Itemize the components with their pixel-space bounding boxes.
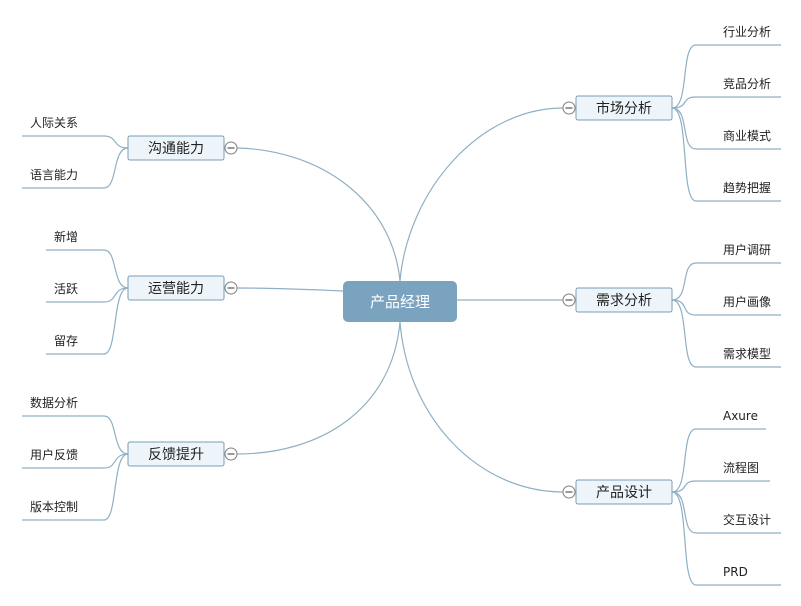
edge-central-design [399,321,564,493]
edge-left-0-1 [103,147,129,189]
edge-left-0-0 [103,135,129,149]
subtopic-label: 版本控制 [30,500,78,514]
subtopic-label: 用户反馈 [30,447,78,462]
branch-topic-product-design[interactable]: 产品设计 [575,479,673,505]
subtopic-label: 新增 [54,229,78,244]
central-topic-box [343,281,457,322]
branch-topic-label: 反馈提升 [148,447,204,463]
edge-left-1-2 [103,287,129,355]
central-topic[interactable]: 产品经理 [343,281,457,322]
subtopic-label: 趋势把握 [723,180,771,195]
branch-topic-box [575,479,673,505]
subtopic-user-persona[interactable]: 用户画像 [696,294,781,316]
subtopic-label: 竞品分析 [723,77,771,91]
subtopic-competitor-analysis[interactable]: 竞品分析 [696,77,781,98]
subtopic-label: 活跃 [54,282,78,296]
subtopic-label: 留存 [54,334,78,348]
branch-topic-box [575,95,673,121]
subtopic-flowchart[interactable]: 流程图 [696,460,770,482]
edge-right-1-0 [671,262,697,301]
branch-topic-box [127,135,225,161]
edge-central-market [399,107,564,282]
edge-right-0-2 [671,107,697,150]
edge-right-2-1 [671,480,697,493]
subtopic-user-research[interactable]: 用户调研 [696,242,781,264]
edge-right-2-0 [671,428,697,493]
subtopic-label: 流程图 [723,460,759,475]
subtopic-label: 交互设计 [723,512,771,527]
subtopic-industry-analysis[interactable]: 行业分析 [696,25,781,46]
mindmap-edges [103,44,697,586]
subtopic-label: 商业模式 [723,128,771,143]
subtopic-label: 用户调研 [723,242,771,257]
collapse-toggle-requirement-analysis[interactable] [562,293,576,307]
subtopic-label: 用户画像 [723,294,771,309]
subtopic-label: 需求模型 [723,347,771,361]
collapse-toggle-feedback[interactable] [224,447,238,461]
subtopic-version-control[interactable]: 版本控制 [22,500,104,521]
subtopic-interaction-design[interactable]: 交互设计 [696,512,781,534]
branch-topic-communication[interactable]: 沟通能力 [127,135,225,161]
subtopic-label: 语言能力 [30,168,78,182]
subtopic-data-analysis[interactable]: 数据分析 [22,395,104,417]
subtopic-retention[interactable]: 留存 [46,334,104,355]
subtopic-language[interactable]: 语言能力 [22,168,104,189]
subtopic-requirement-model[interactable]: 需求模型 [696,347,781,368]
subtopic-label: 人际关系 [30,116,78,130]
edge-right-0-0 [671,44,697,109]
branch-topic-box [127,441,225,467]
edge-right-0-1 [671,96,697,109]
subtopic-interpersonal[interactable]: 人际关系 [22,116,104,137]
edge-right-1-1 [671,299,697,316]
branch-topic-label: 市场分析 [596,100,652,117]
edge-central-operations [236,287,344,292]
branch-topic-label: 运营能力 [148,281,204,297]
subtopic-label: Axure [723,409,758,423]
subtopic-prd[interactable]: PRD [696,565,781,586]
edge-left-2-1 [103,453,129,469]
subtopic-trend[interactable]: 趋势把握 [696,180,781,202]
edge-left-1-1 [103,287,129,303]
branch-topic-box [127,275,225,301]
edge-right-2-3 [671,491,697,586]
collapse-toggle-market-analysis[interactable] [562,101,576,115]
collapse-toggle-communication[interactable] [224,141,238,155]
subtopic-axure[interactable]: Axure [696,409,766,430]
subtopic-user-feedback[interactable]: 用户反馈 [22,447,104,469]
edge-left-1-0 [103,249,129,289]
branch-topic-label: 需求分析 [596,293,652,309]
branch-topic-requirement-analysis[interactable]: 需求分析 [575,287,673,313]
subtopic-label: 数据分析 [30,395,78,410]
edge-left-2-0 [103,415,129,455]
edge-central-communication [236,147,401,282]
edge-right-1-2 [671,299,697,368]
edge-central-feedback [236,321,401,455]
branch-topic-label: 沟通能力 [148,141,204,157]
subtopic-label: PRD [723,565,748,579]
branch-topic-box [575,287,673,313]
subtopic-business-model[interactable]: 商业模式 [696,128,781,150]
central-topic-label: 产品经理 [370,293,430,311]
edge-right-2-2 [671,491,697,534]
edge-left-2-2 [103,453,129,521]
edge-right-0-3 [671,107,697,202]
collapse-toggle-operations[interactable] [224,281,238,295]
collapse-toggle-product-design[interactable] [562,485,576,499]
subtopic-new-users[interactable]: 新增 [46,229,104,251]
branch-topic-market-analysis[interactable]: 市场分析 [575,95,673,121]
subtopic-active[interactable]: 活跃 [46,282,104,303]
subtopic-label: 行业分析 [723,25,771,39]
branch-topic-feedback[interactable]: 反馈提升 [127,441,225,467]
branch-topic-operations[interactable]: 运营能力 [127,275,225,301]
branch-topic-label: 产品设计 [596,485,652,501]
